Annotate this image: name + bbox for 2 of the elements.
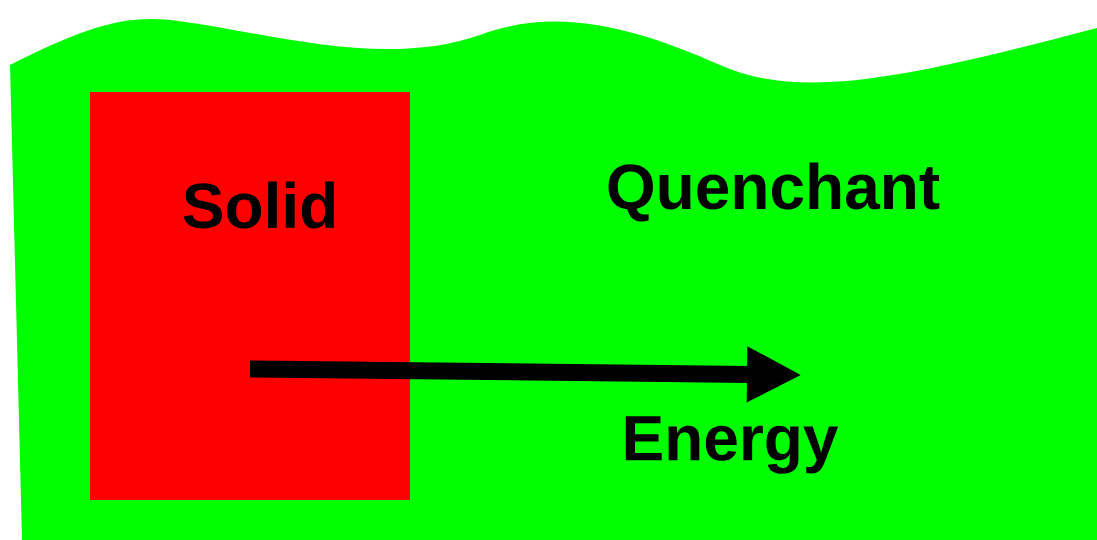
solid-block: Solid — [90, 92, 410, 500]
arrow-label: Energy — [625, 416, 839, 474]
